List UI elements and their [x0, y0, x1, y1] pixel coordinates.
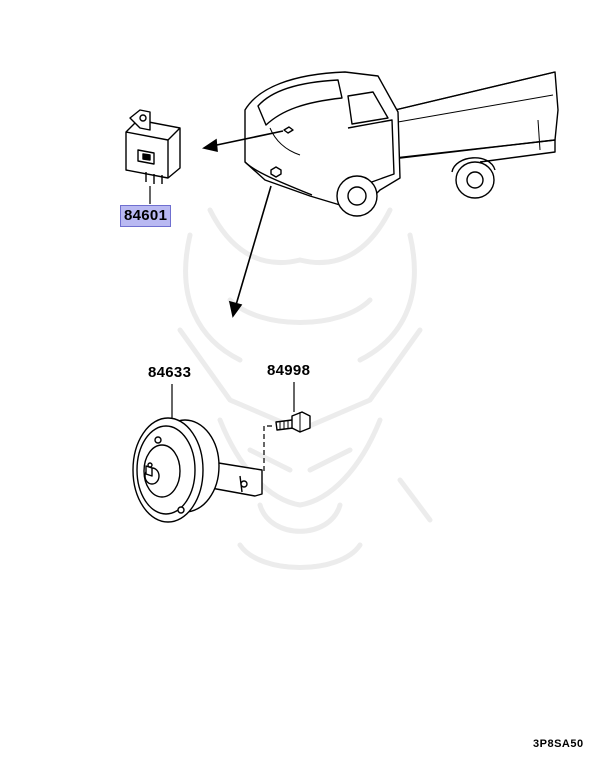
- part-number-84633[interactable]: 84633: [148, 364, 192, 381]
- diagram-code: 3P8SA50: [533, 738, 584, 750]
- watermark-logo: [167, 207, 433, 570]
- pointer-arrows: [202, 130, 284, 318]
- relay-part-illustration: [125, 109, 181, 184]
- truck-illustration: [244, 71, 559, 217]
- part-number-84601[interactable]: 84601: [120, 205, 172, 227]
- bolt-part-illustration: [275, 411, 311, 433]
- part-number-84998[interactable]: 84998: [267, 362, 311, 379]
- horn-part-illustration: [132, 417, 263, 523]
- bolt-install-guide: [263, 425, 272, 472]
